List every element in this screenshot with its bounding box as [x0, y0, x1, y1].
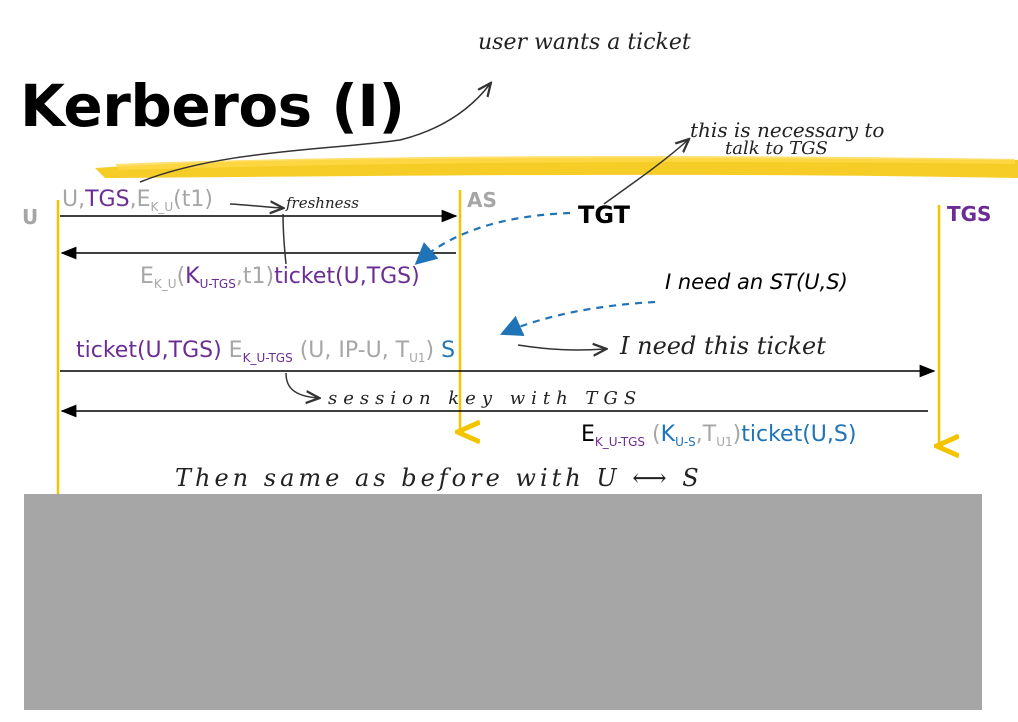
msg3-close: ) [425, 338, 435, 363]
msg1-comma: , [129, 187, 137, 212]
hand-arrow-title [139, 84, 490, 183]
msg4-open: ( [645, 422, 661, 447]
msg4-t: T [702, 422, 717, 447]
dashed-arrow-tgt [414, 211, 571, 265]
hand-session-key: session key with TGS [328, 388, 643, 409]
note-need-st: I need an ST(U,S) [665, 270, 848, 294]
msg2-k: K [185, 264, 200, 289]
hand-then-same: Then same as before with U ⟷ S [175, 464, 703, 492]
msg4-comma: , [695, 422, 703, 447]
msg2-e-sub: K_U [153, 277, 177, 291]
msg3-ticket: ticket(U,TGS) [76, 338, 222, 363]
dashed-arrow-st [499, 300, 656, 337]
msg3-t-sub: U1 [409, 351, 426, 365]
message-2: EK_U(KU-TGS,t1)ticket(U,TGS) [140, 264, 420, 291]
tgt-label: TGT [578, 201, 631, 229]
message-3: ticket(U,TGS) EK_U-TGS (U, IP-U, TU1) S [76, 338, 455, 365]
msg3-e-sub: K_U-TGS [242, 351, 293, 365]
slide-title: Kerberos (I) [20, 72, 405, 140]
msg3-e: E [228, 338, 243, 363]
msg1-e: E [136, 187, 151, 212]
msg4-k-sub: U-S [675, 435, 696, 449]
msg1-tgs: TGS [85, 187, 130, 212]
hand-arrow-freshness [229, 204, 282, 208]
msg2-open: ( [176, 264, 186, 289]
msg4-e: E [581, 422, 595, 447]
hand-arrow-session [285, 372, 318, 398]
msg4-ticket: ticket(U,S) [741, 422, 857, 447]
message-4: EK_U-TGS (KU-S,TU1)ticket(U,S) [581, 422, 856, 449]
msg2-mid: ,t1) [235, 264, 275, 289]
hand-need-ticket: I need this ticket [620, 332, 826, 360]
hand-arrow-need [517, 345, 605, 350]
hand-freshness: freshness [286, 194, 359, 212]
party-tgs: TGS [947, 202, 992, 226]
hand-necessary: this is necessary to [690, 118, 885, 142]
covered-region [24, 494, 982, 710]
hand-arrow-tgt [603, 140, 688, 205]
msg2-k-sub: U-TGS [199, 277, 236, 291]
msg2-e: E [140, 264, 154, 289]
msg4-e-sub: K_U-TGS [594, 435, 646, 449]
hand-talk-tgs: talk to TGS [725, 138, 828, 159]
party-as: AS [467, 188, 497, 212]
msg2-ticket: ticket(U,TGS) [274, 264, 420, 289]
msg1-e-sub: K_U [150, 200, 174, 214]
msg3-body: (U, IP-U, T [292, 338, 410, 363]
hand-arrow-freshness-up [282, 213, 287, 265]
msg4-k: K [660, 422, 676, 447]
msg1-rest: (t1) [173, 187, 213, 212]
party-u: U [22, 205, 39, 229]
msg3-s: S [434, 338, 456, 363]
msg1-u: U, [62, 187, 86, 212]
msg4-close: ) [732, 422, 742, 447]
hand-user-wants: user wants a ticket [478, 30, 691, 55]
msg4-t-sub: U1 [716, 435, 733, 449]
highlighter-stroke [95, 156, 1018, 178]
message-1: U,TGS,EK_U(t1) [62, 187, 213, 214]
